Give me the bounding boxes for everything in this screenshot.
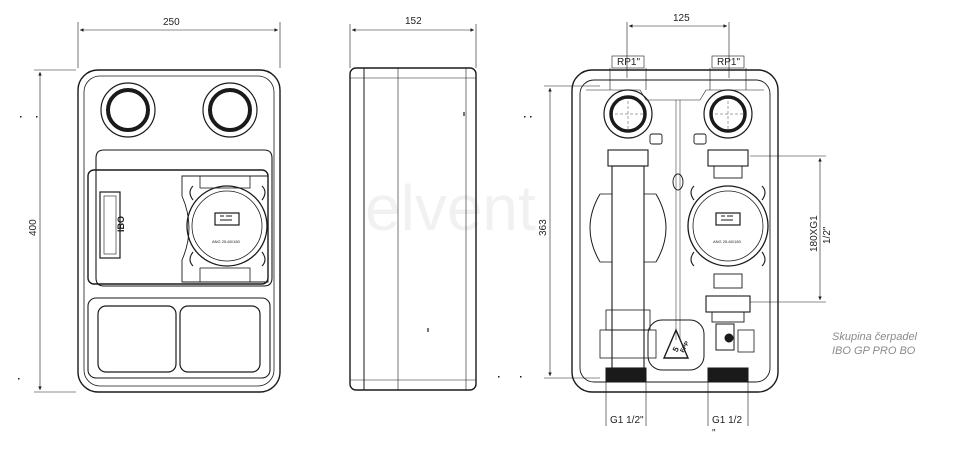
outlet-right-label: G1 1/2: [712, 415, 742, 426]
reference-marks: [18, 116, 532, 380]
outlet-left-label: G1 1/2": [610, 415, 644, 426]
caption-model: IBO GP PRO BO: [832, 345, 916, 357]
valve-badge-label: EPP: [680, 341, 691, 354]
side-view: [349, 24, 477, 391]
inlet-right-label: RP1": [717, 57, 740, 68]
inlet-left-label: RP1": [617, 57, 640, 68]
front-height-label: 400: [28, 219, 39, 236]
internal-spacing-label: 125: [673, 13, 690, 24]
internal-height-label: 363: [538, 219, 549, 236]
brand-logo-label: IBO: [116, 216, 126, 232]
valve-number-label: 5: [671, 345, 681, 354]
internal-view: [544, 22, 826, 426]
pump-length-sub: 1/2": [822, 226, 833, 244]
watermark: elvent: [365, 172, 536, 244]
outlet-right-sub: ": [712, 428, 716, 439]
pump-length-label: 180XG1: [809, 215, 820, 252]
internal-pump-label: ANG 25-60/180: [713, 239, 742, 244]
front-width-label: 250: [163, 17, 180, 28]
product-caption: Skupina čerpadel IBO GP PRO BO: [832, 330, 917, 358]
caption-title: Skupina čerpadel: [832, 331, 918, 343]
front-view: [34, 22, 281, 393]
front-pump-label: ANG 25-60/180: [212, 239, 241, 244]
side-depth-label: 152: [405, 16, 422, 27]
